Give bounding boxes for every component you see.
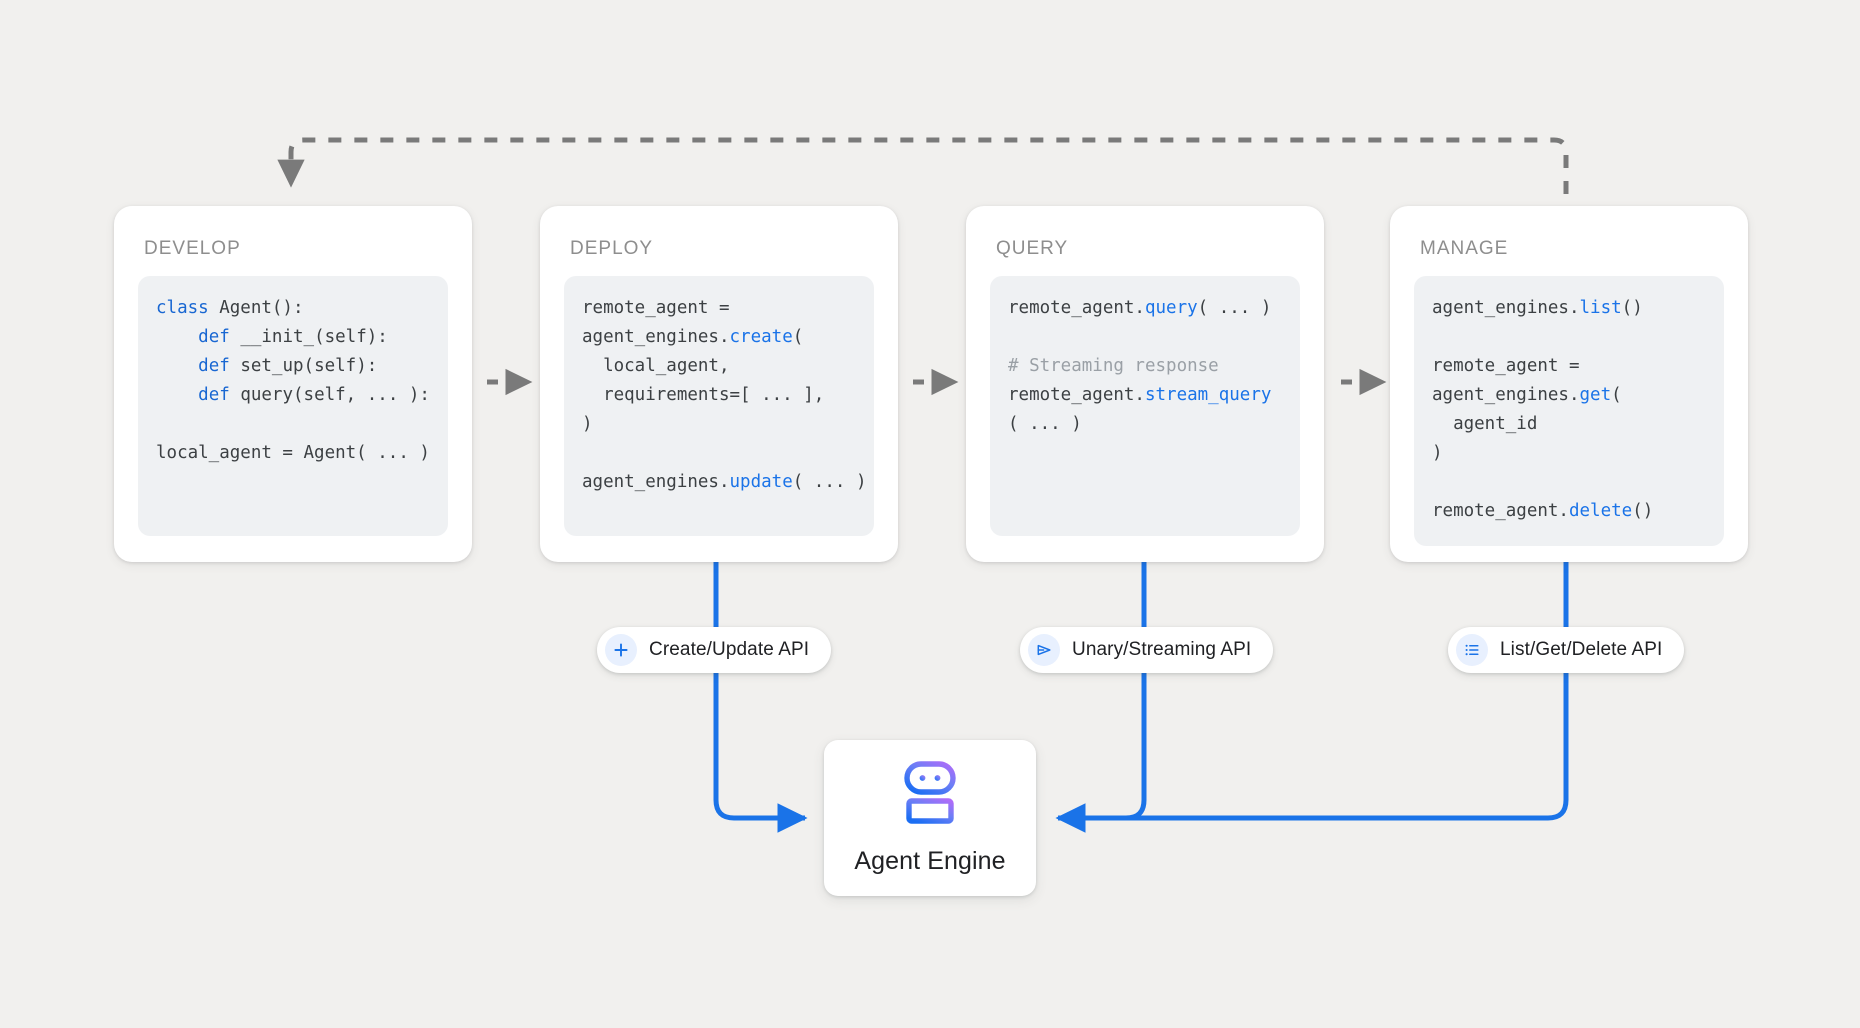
stage-title-deploy: DEPLOY [570,238,654,259]
stage-title-query: QUERY [996,238,1069,259]
stage-card-query[interactable]: QUERY remote_agent.query( ... ) # Stream… [966,206,1324,562]
code-block-develop: class Agent(): def __init_(self): def se… [138,276,448,536]
api-pill-label-unary-streaming: Unary/Streaming API [1072,639,1252,660]
list-icon [1456,634,1488,666]
link-deploy-to-agent-engine [713,562,808,833]
agent-engine-node[interactable]: Agent Engine [824,740,1036,896]
plus-icon [605,634,637,666]
code-block-deploy: remote_agent = agent_engines.create( loc… [564,276,874,536]
api-pill-unary-streaming[interactable]: Unary/Streaming API [1020,627,1274,673]
code-block-query: remote_agent.query( ... ) # Streaming re… [990,276,1300,536]
code-text-deploy: remote_agent = agent_engines.create( loc… [582,298,867,492]
code-text-manage: agent_engines.list() remote_agent = agen… [1432,298,1654,521]
api-pill-label-list-get-delete: List/Get/Delete API [1500,639,1663,660]
stage-title-manage: MANAGE [1420,238,1509,259]
api-pill-create-update[interactable]: Create/Update API [597,627,832,673]
code-text-develop: class Agent(): def __init_(self): def se… [156,298,430,463]
stage-card-manage[interactable]: MANAGE agent_engines.list() remote_agent… [1390,206,1748,562]
link-manage-to-agent-engine [1060,562,1569,821]
send-icon [1028,634,1060,666]
code-block-manage: agent_engines.list() remote_agent = agen… [1414,276,1724,546]
stage-card-deploy[interactable]: DEPLOY remote_agent = agent_engines.crea… [540,206,898,562]
api-pill-list-get-delete[interactable]: List/Get/Delete API [1448,627,1685,673]
link-query-to-agent-engine [1055,562,1147,833]
robot-icon [893,760,967,831]
stage-title-develop: DEVELOP [144,238,241,259]
code-text-query: remote_agent.query( ... ) # Streaming re… [1008,298,1272,434]
agent-engine-label: Agent Engine [854,847,1006,875]
arrow-manage-to-develop-feedback [277,137,1569,220]
stage-card-develop[interactable]: DEVELOP class Agent(): def __init_(self)… [114,206,472,562]
api-pill-label-create-update: Create/Update API [649,639,810,660]
